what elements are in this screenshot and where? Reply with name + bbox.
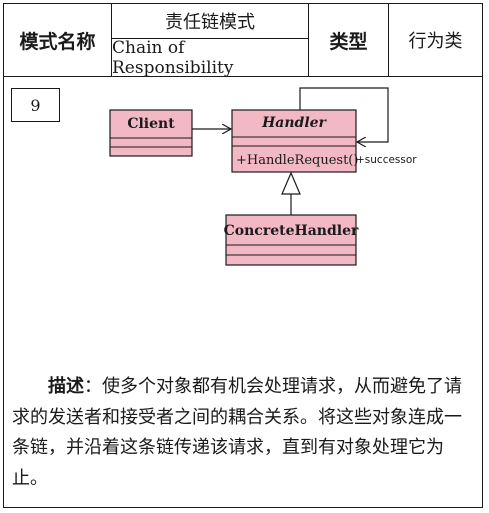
client-class-name: Client — [127, 116, 175, 132]
pattern-type-value: 行为类 — [408, 31, 463, 52]
handler-class: Handler +HandleRequest() — [231, 109, 358, 173]
pattern-name-cn: 责任链模式 — [112, 4, 308, 39]
generalization-triangle — [281, 171, 301, 195]
handler-operation: +HandleRequest() — [236, 153, 358, 168]
client-class: Client — [109, 109, 193, 157]
handler-class-box — [231, 109, 357, 173]
description-label: 描述 — [48, 376, 84, 397]
concrete-handler-class: ConcreteHandler — [224, 214, 359, 266]
description-text: 使多个对象都有机会处理请求，从而避免了请求的发送者和接受者之间的耦合关系。将这些… — [12, 376, 462, 489]
pattern-number-box: 9 — [11, 88, 60, 122]
pattern-name-en: Chain of Responsibility — [112, 37, 234, 78]
pattern-name-cell: 责任链模式 Chain of Responsibility — [112, 4, 309, 78]
concrete-handler-name: ConcreteHandler — [224, 223, 359, 239]
successor-role-label: +successor — [356, 154, 417, 166]
generalization-arrow — [281, 171, 301, 215]
client-class-box — [109, 109, 193, 157]
description-colon: ： — [84, 376, 102, 397]
pattern-description: 描述：使多个对象都有机会处理请求，从而避免了请求的发送者和接受者之间的耦合关系。… — [12, 372, 476, 494]
pattern-header-table: 模式名称 责任链模式 Chain of Responsibility 类型 行为… — [4, 4, 482, 78]
pattern-type-label: 类型 — [309, 4, 389, 76]
handler-class-name: Handler — [261, 115, 327, 131]
successor-self-association — [299, 87, 389, 142]
pattern-card: 模式名称 责任链模式 Chain of Responsibility 类型 行为… — [3, 3, 483, 508]
pattern-name-label: 模式名称 — [4, 4, 112, 76]
concrete-handler-box — [225, 214, 357, 266]
